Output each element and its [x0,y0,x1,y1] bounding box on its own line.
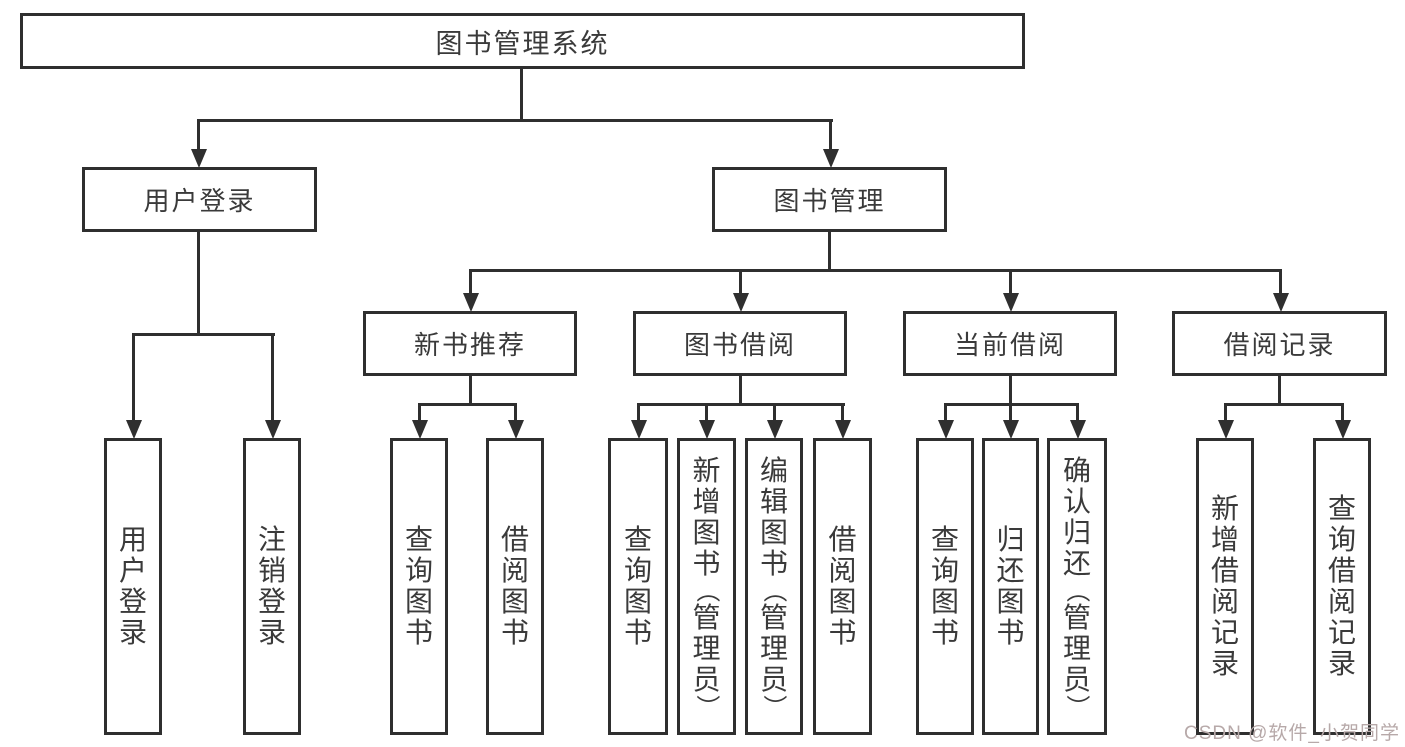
connector-vline [1009,403,1012,421]
connector-hline [197,119,833,122]
node-current-borrowing: 当前借阅 [903,311,1117,376]
leaf-current-query-books: 查询图书 [916,438,974,735]
connector-vline [1341,403,1344,421]
connector-vline [841,403,844,421]
connector-hline [1224,403,1344,406]
arrow-down-icon [938,420,954,439]
connector-vline [828,232,831,272]
connector-vline [514,403,517,421]
arrow-down-icon [191,149,207,168]
connector-vline [773,403,776,421]
node-book-borrowing: 图书借阅 [633,311,847,376]
arrow-down-icon [1335,420,1351,439]
leaf-current-confirm-return-admin: 确认归还（管理员） [1047,438,1107,735]
arrow-down-icon [733,293,749,312]
connector-vline [469,269,472,294]
node-user-login: 用户登录 [82,167,317,232]
node-borrowing-records: 借阅记录 [1172,311,1387,376]
arrow-down-icon [1070,420,1086,439]
leaf-records-add-borrow-record: 新增借阅记录 [1196,438,1254,735]
arrow-down-icon [463,293,479,312]
connector-vline [469,376,472,406]
connector-vline [1224,403,1227,421]
arrow-down-icon [835,420,851,439]
leaf-borrowing-add-books-admin: 新增图书（管理员） [677,438,736,735]
arrow-down-icon [699,420,715,439]
connector-vline [271,333,274,421]
connector-vline [1279,269,1282,294]
arrow-down-icon [767,420,783,439]
connector-vline [1278,376,1281,406]
connector-vline [197,119,200,150]
connector-vline [1076,403,1079,421]
arrow-down-icon [823,149,839,168]
arrow-down-icon [508,420,524,439]
leaf-current-return-books: 归还图书 [982,438,1039,735]
leaf-recommend-query-books: 查询图书 [390,438,448,735]
leaf-recommend-borrow-books: 借阅图书 [486,438,544,735]
connector-vline [1009,376,1012,406]
connector-vline [739,376,742,406]
connector-vline [705,403,708,421]
node-book-management: 图书管理 [712,167,947,232]
connector-vline [520,69,523,121]
connector-vline [637,403,640,421]
arrow-down-icon [126,420,142,439]
connector-vline [132,333,135,421]
leaf-borrowing-borrow-books: 借阅图书 [813,438,872,735]
leaf-records-query-borrow-record: 查询借阅记录 [1313,438,1371,735]
connector-hline [637,403,845,406]
leaf-user-login: 用户登录 [104,438,162,735]
arrow-down-icon [631,420,647,439]
connector-hline [132,333,275,336]
connector-vline [197,232,200,336]
connector-vline [739,269,742,294]
connector-vline [829,119,832,150]
arrow-down-icon [1218,420,1234,439]
leaf-borrowing-edit-books-admin: 编辑图书（管理员） [745,438,803,735]
leaf-borrowing-query-books: 查询图书 [608,438,668,735]
connector-hline [469,269,1282,272]
connector-hline [418,403,517,406]
leaf-logout-login: 注销登录 [243,438,301,735]
node-new-book-recommend: 新书推荐 [363,311,577,376]
arrow-down-icon [1003,420,1019,439]
csdn-watermark: CSDN @软件_小贺同学 [1184,723,1400,744]
connector-vline [418,403,421,421]
connector-vline [1009,269,1012,294]
arrow-down-icon [265,420,281,439]
arrow-down-icon [412,420,428,439]
connector-vline [944,403,947,421]
arrow-down-icon [1273,293,1289,312]
node-library-management-system: 图书管理系统 [20,13,1025,69]
arrow-down-icon [1003,293,1019,312]
